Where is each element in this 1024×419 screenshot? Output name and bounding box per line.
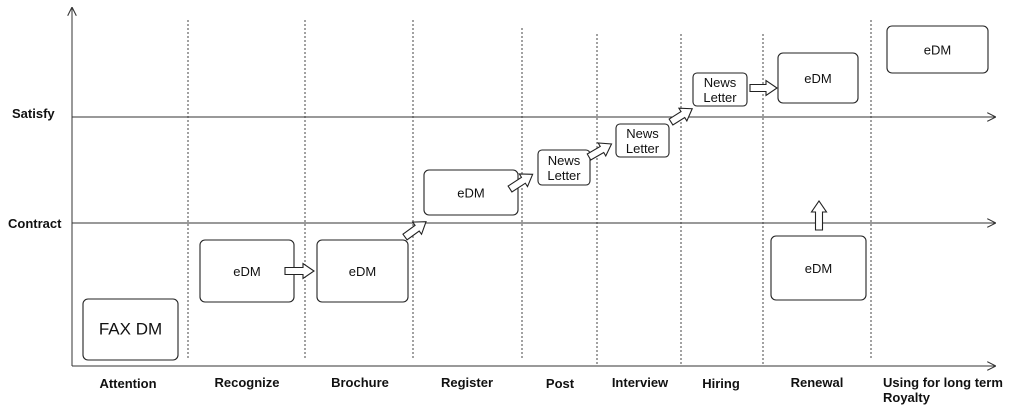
stage-label-register: Register — [441, 375, 493, 390]
box-frame — [82, 298, 179, 361]
stage-label-post: Post — [546, 376, 575, 391]
box-text: eDM — [457, 186, 484, 201]
box-text: News — [626, 126, 659, 141]
stage-label-royalty-line-2: Royalty — [883, 390, 931, 405]
flow-arrows — [284, 79, 828, 280]
box-text: News — [548, 153, 581, 168]
box-text: Letter — [703, 90, 737, 105]
box-edm-renewal-top: eDM — [777, 52, 859, 104]
block-arrow-edm-recognize-to-edm-brochure — [284, 262, 315, 280]
stage-separators — [187, 20, 872, 366]
box-frame — [886, 25, 989, 74]
box-text: Letter — [626, 141, 660, 156]
block-arrow-newsletter-hiring-to-edm-renewal-top — [749, 79, 778, 97]
contract-label: Contract — [8, 216, 62, 231]
box-frame — [537, 149, 591, 186]
box-text: eDM — [804, 71, 831, 86]
box-frame — [423, 169, 519, 216]
stage-label-recognize: Recognize — [214, 375, 279, 390]
box-text: eDM — [924, 43, 951, 58]
block-arrow-newsletter-interview-to-newsletter-hiring — [668, 107, 694, 126]
box-frame — [770, 235, 867, 301]
block-arrow-newsletter-post-to-newsletter-interview — [586, 142, 613, 161]
stage-label-interview: Interview — [612, 375, 669, 390]
block-arrow-edm-brochure-to-edm-register — [402, 221, 427, 241]
box-edm-register: eDM — [423, 169, 519, 216]
satisfy-label: Satisfy — [12, 106, 55, 121]
stage-labels: Attention Recognize Brochure Register Po… — [99, 375, 1007, 405]
box-frame — [316, 239, 409, 303]
box-text: eDM — [233, 264, 260, 279]
block-arrow-edm-renewal-bottom-to-edm-renewal-top — [810, 200, 828, 231]
box-edm-brochure: eDM — [316, 239, 409, 303]
box-frame — [692, 72, 748, 107]
box-frame — [777, 52, 859, 104]
box-text: eDM — [805, 261, 832, 276]
stage-label-royalty-line-1: Using for long term — [883, 375, 1003, 390]
block-arrow-edm-register-to-newsletter-post — [507, 173, 534, 193]
stage-label-hiring: Hiring — [702, 376, 740, 391]
box-edm-recognize: eDM — [199, 239, 295, 303]
box-text: News — [704, 75, 737, 90]
box-text: FAX DM — [99, 320, 162, 339]
box-frame — [615, 123, 670, 158]
stage-label-attention: Attention — [99, 376, 156, 391]
box-edm-royalty: eDM — [886, 25, 989, 74]
box-text: Letter — [547, 168, 581, 183]
box-fax-dm: FAX DM — [82, 298, 179, 361]
stage-label-brochure: Brochure — [331, 375, 389, 390]
box-text: eDM — [349, 264, 376, 279]
stage-label-renewal: Renewal — [791, 375, 844, 390]
stage-label-royalty: Using for long term Royalty — [883, 375, 1007, 405]
box-edm-renewal-bottom: eDM — [770, 235, 867, 301]
